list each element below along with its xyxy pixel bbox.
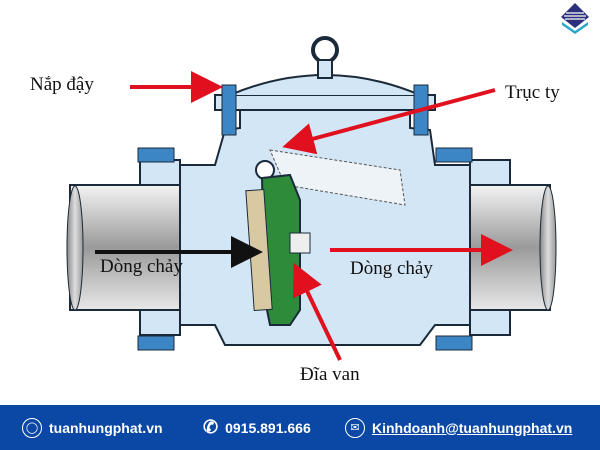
label-shaft: Trục ty xyxy=(505,82,560,103)
label-flow-in: Dòng chảy xyxy=(100,256,183,277)
diamond-logo xyxy=(561,3,589,34)
website-link[interactable]: tuanhungphat.vn xyxy=(49,419,163,436)
email-item[interactable]: ✉ Kinhdoanh@tuanhungphat.vn xyxy=(345,405,572,450)
globe-icon: ◯ xyxy=(22,417,42,438)
envelope-icon: ✉ xyxy=(345,417,365,438)
email-link[interactable]: Kinhdoanh@tuanhungphat.vn xyxy=(372,419,573,436)
contact-footer: ◯ tuanhungphat.vn ✆ 0915.891.666 ✉ Kinhd… xyxy=(0,405,600,450)
phone-number[interactable]: 0915.891.666 xyxy=(225,419,311,436)
label-disc: Đĩa van xyxy=(300,364,360,385)
phone-item[interactable]: ✆ 0915.891.666 xyxy=(203,405,311,450)
website-item[interactable]: ◯ tuanhungphat.vn xyxy=(22,405,163,450)
disc-arrow xyxy=(292,262,342,361)
shaft-arrow xyxy=(282,88,496,155)
check-valve-illustration xyxy=(66,36,557,361)
label-cover: Nắp đậy xyxy=(30,74,94,95)
phone-icon: ✆ xyxy=(203,417,219,437)
arrows xyxy=(95,71,513,361)
label-flow-out: Dòng chảy xyxy=(350,258,433,279)
